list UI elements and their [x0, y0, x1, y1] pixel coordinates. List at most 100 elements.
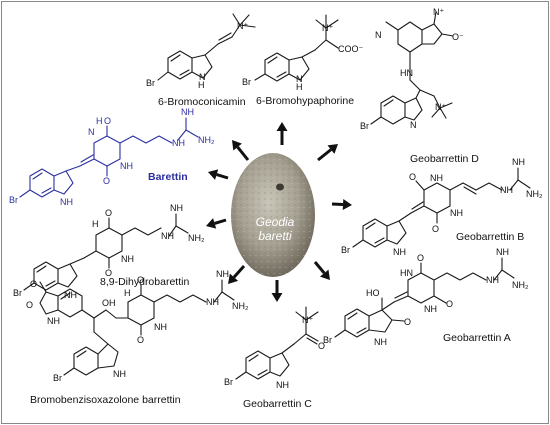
atom-nh: NH — [393, 247, 406, 257]
arrow-to-bromohypaphorine — [276, 122, 288, 145]
atom-n: N — [410, 120, 417, 130]
atom-n: NH — [120, 161, 133, 171]
atom-h: H — [296, 82, 303, 92]
arrow-shaft — [331, 202, 344, 207]
arrow-head — [271, 293, 283, 302]
atom-o-iso: O — [26, 300, 33, 310]
atom-n-plus: N⁺ — [322, 23, 333, 33]
sponge-label-genus: Geodia — [256, 215, 295, 229]
atom-o: O — [432, 224, 439, 234]
atom-n: N — [375, 30, 382, 40]
atom-nh2: NH₂ — [188, 233, 205, 243]
atom-nh2: NH₂ — [232, 301, 249, 311]
atom-n: N — [88, 127, 95, 137]
atom-br: Br — [242, 77, 251, 87]
atom-nh2: NH₂ — [198, 135, 215, 145]
caption-geobarrettin-b: Geobarrettin B — [456, 231, 524, 243]
atom-o: O — [105, 208, 112, 218]
atom-n: N — [199, 72, 206, 82]
arrow-to-geobarrettin-a — [313, 261, 330, 280]
arrow-shaft — [236, 146, 250, 161]
atom-n-plus: N⁺ — [433, 7, 444, 17]
atom-br: Br — [360, 121, 369, 131]
structure-bromobenzisoxazolone-barrettin: O O NH OH Br NH O O H NH NH NH NH₂ Bromo… — [26, 269, 249, 406]
atom-nh: NH — [161, 231, 174, 241]
atom-o: O — [446, 299, 453, 309]
caption-bromohypaphorine: 6-Bromohypaphorine — [256, 95, 354, 107]
atom-nh: NH — [424, 304, 437, 314]
atom-nh: NH — [374, 337, 387, 347]
atom-o: O — [105, 268, 112, 278]
atom-nh: NH — [500, 185, 513, 195]
arrow-to-geobarrettin-c — [271, 280, 283, 302]
arrow-head — [342, 199, 352, 211]
arrow-to-geobarrettin-d — [317, 144, 338, 162]
atom-br: Br — [13, 288, 22, 298]
atom-o: O — [417, 253, 424, 263]
atom-br: Br — [9, 195, 18, 205]
atom-nh: NH — [181, 107, 194, 117]
structure-dihydrobarettin: Br NH O H O NH NH NH NH₂ 8,9-Dihydrobare… — [13, 203, 205, 300]
atom-nh: H — [124, 288, 131, 298]
structure-geobarrettin-d: N N⁺ O⁻ HN N⁺ N Br Geobarrettin D — [360, 7, 479, 165]
atom-o: O — [404, 317, 411, 327]
atom-o: O — [318, 341, 325, 351]
structure-geobarrettin-a: Br HO O NH O O HN NH NH NH NH₂ Geobarret… — [323, 247, 529, 347]
atom-h: H — [92, 219, 99, 229]
atom-nh: NH — [276, 380, 289, 390]
arrow-head — [206, 218, 217, 229]
caption-barettin: Barettin — [148, 171, 188, 183]
arrow-head — [208, 169, 219, 180]
atom-nh: NH — [206, 297, 219, 307]
atom-nh: NH — [154, 322, 167, 332]
caption-geobarrettin-a: Geobarrettin A — [443, 332, 511, 344]
atom-o-minus: O⁻ — [452, 32, 464, 42]
atom-br: Br — [323, 335, 332, 345]
atom-br: Br — [146, 78, 155, 88]
structure-geobarrettin-c: Br NH N⁺ O Geobarrettin C — [224, 306, 325, 410]
atom-nh2: NH₂ — [512, 280, 529, 290]
atom-nh: NH — [121, 254, 134, 264]
atom-n: N — [296, 74, 303, 84]
atom-coo: COO⁻ — [338, 44, 364, 54]
atom-nh: NH — [113, 369, 126, 379]
atom-nh: NH — [170, 203, 183, 213]
arrow-head — [232, 140, 242, 151]
sponge-label-species: baretti — [258, 229, 292, 243]
caption-bromoconicamin: 6-Bromoconicamin — [158, 96, 246, 108]
atom-br: Br — [53, 373, 62, 383]
atom-o: O — [104, 116, 111, 126]
arrow-head — [228, 273, 239, 284]
geodia-barretti-sponge: Geodia baretti — [231, 153, 315, 277]
atom-br: Br — [341, 245, 350, 255]
caption-bromobenzisoxazolone: Bromobenzisoxazolone barrettin — [30, 394, 181, 406]
atom-ho: HO — [366, 288, 380, 298]
structure-bromoconicamin: Br H N N⁺ 6-Bromoconicamin — [146, 13, 256, 108]
arrow-group — [206, 122, 352, 302]
atom-nh: NH — [47, 316, 60, 326]
atom-nh2: NH₂ — [526, 189, 543, 199]
atom-n-plus: N⁺ — [237, 21, 248, 31]
arrow-to-dihydrobarettin — [206, 218, 227, 229]
arrow-to-geobarrettin-b — [331, 199, 352, 211]
atom-hn: NH — [172, 138, 185, 148]
atom-n-plus: N⁺ — [302, 315, 313, 325]
arrow-to-bromoconicamin — [232, 140, 250, 161]
atom-nh: NH — [496, 247, 509, 257]
atom-oh: OH — [102, 298, 116, 308]
atom-hn: HN — [400, 268, 413, 278]
arrow-shaft — [232, 265, 246, 279]
atom-n: NH — [60, 197, 73, 207]
sponge-osculum — [276, 183, 284, 191]
atom-nh: NH — [64, 290, 77, 300]
arrow-shaft — [313, 261, 326, 275]
atom-o: O — [137, 275, 144, 285]
arrow-to-barettin — [208, 169, 229, 180]
atom-o: O — [137, 335, 144, 345]
caption-geobarrettin-d: Geobarrettin D — [410, 153, 479, 165]
atom-nh: NH — [450, 208, 463, 218]
atom-nh: NH — [216, 269, 229, 279]
arrow-to-bromobenzisoxazolone — [228, 265, 246, 284]
